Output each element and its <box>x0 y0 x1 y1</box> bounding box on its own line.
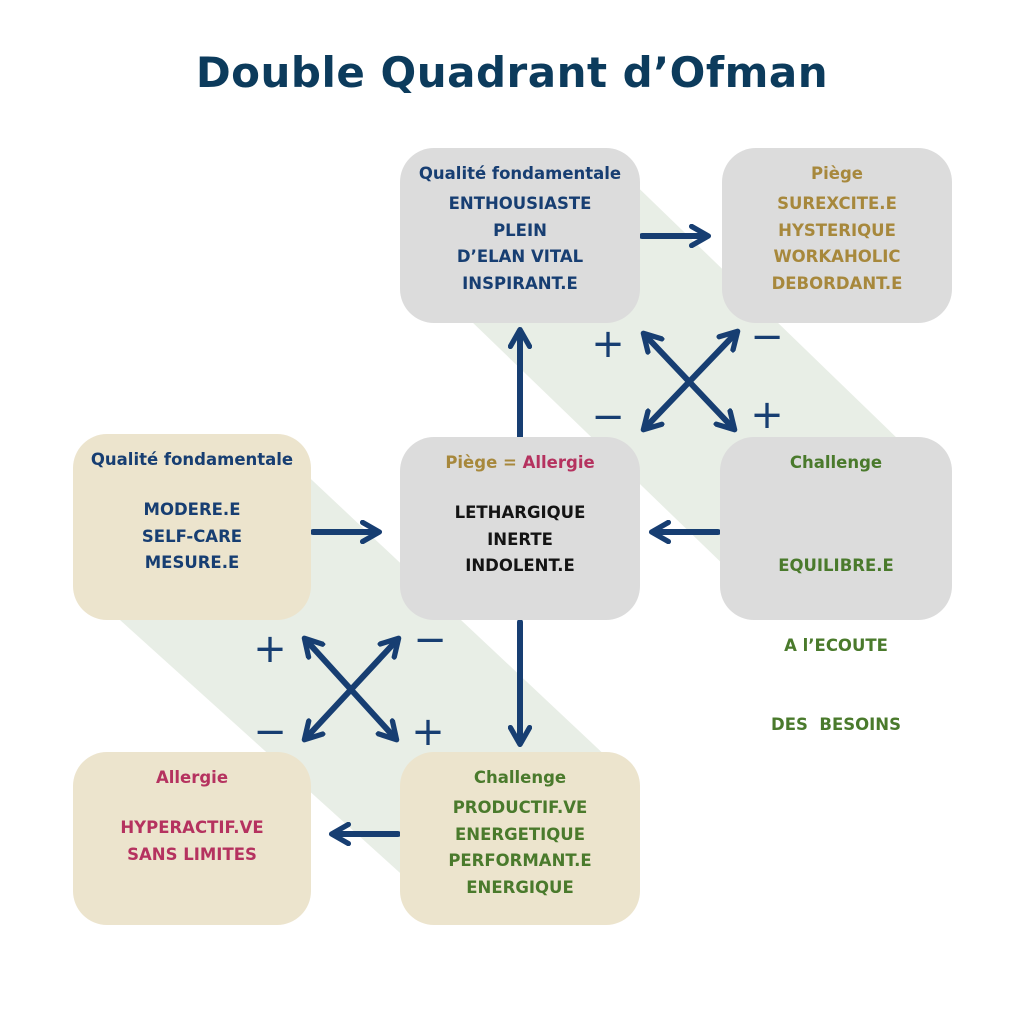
lower-quality-item: SELF-CARE <box>141 526 243 546</box>
center-trap-allergy-box: Piège = Allergie LETHARGIQUE INERTE INDO… <box>400 437 640 620</box>
upper-quality-box: Qualité fondamentale ENTHOUSIASTE PLEIN … <box>400 148 640 323</box>
lower-sign-top-left: + <box>253 626 287 672</box>
lower-sign-top-right: − <box>413 617 447 663</box>
upper-trap-heading: Piège <box>811 164 863 183</box>
center-heading-allergy: Allergie <box>522 453 595 472</box>
upper-challenge-heading: Challenge <box>789 453 883 472</box>
lower-quality-item: MODERE.E <box>143 500 241 519</box>
lower-sign-bottom-right: + <box>411 709 445 755</box>
lower-quality-box: Qualité fondamentale MODERE.E SELF-CARE … <box>73 434 311 620</box>
lower-allergy-box: Allergie HYPERACTIF.VE SANS LIMITES <box>73 752 311 925</box>
center-heading-equals: = <box>503 453 517 472</box>
upper-sign-top-left: + <box>591 321 625 367</box>
upper-challenge-box: Challenge EQUILIBRE.E A l’ECOUTE DES BES… <box>720 437 952 734</box>
arrow-upper-cross-2 <box>645 333 736 428</box>
lower-quality-heading: Qualité fondamentale <box>90 450 294 469</box>
center-item: INDOLENT.E <box>465 556 575 575</box>
upper-quality-item: ENTHOUSIASTE <box>448 194 592 213</box>
lower-challenge-item: PERFORMANT.E <box>448 851 592 870</box>
upper-trap-box: Piège SUREXCITE.E HYSTERIQUE WORKAHOLIC … <box>722 148 952 323</box>
center-item: INERTE <box>487 529 553 549</box>
upper-sign-bottom-left: − <box>591 394 625 440</box>
lower-allergy-heading: Allergie <box>155 768 229 787</box>
upper-quality-item: PLEIN <box>493 220 547 240</box>
center-item: LETHARGIQUE <box>454 503 586 522</box>
upper-challenge-item: EQUILIBRE.E <box>778 556 894 575</box>
lower-sign-bottom-left: − <box>253 709 287 755</box>
upper-trap-item: HYSTERIQUE <box>778 220 896 240</box>
arrow-lower-cross-2 <box>306 640 397 738</box>
center-heading-trap: Piège <box>445 453 498 472</box>
lower-allergy-item: HYPERACTIF.VE <box>120 818 264 837</box>
upper-challenge-item: A l’ECOUTE <box>784 635 888 655</box>
lower-challenge-heading: Challenge <box>473 768 567 787</box>
page-title: Double Quadrant d’Ofman <box>195 48 829 97</box>
upper-quality-heading: Qualité fondamentale <box>418 164 622 183</box>
upper-trap-item: SUREXCITE.E <box>777 194 897 213</box>
upper-trap-item: WORKAHOLIC <box>773 247 901 266</box>
upper-trap-item: DEBORDANT.E <box>771 273 903 293</box>
upper-quality-item: D’ELAN VITAL <box>456 247 584 266</box>
center-heading: Piège = Allergie <box>400 453 640 472</box>
lower-quality-item: MESURE.E <box>144 553 240 572</box>
upper-quality-item: INSPIRANT.E <box>462 273 578 293</box>
upper-sign-bottom-right: + <box>750 392 784 438</box>
lower-challenge-item: ENERGETIQUE <box>455 824 585 844</box>
lower-challenge-item: ENERGIQUE <box>466 877 574 897</box>
lower-challenge-item: PRODUCTIF.VE <box>452 798 588 817</box>
lower-allergy-item: SANS LIMITES <box>127 844 257 864</box>
upper-challenge-item: DES BESOINS <box>771 715 901 734</box>
lower-challenge-box: Challenge PRODUCTIF.VE ENERGETIQUE PERFO… <box>400 752 640 925</box>
